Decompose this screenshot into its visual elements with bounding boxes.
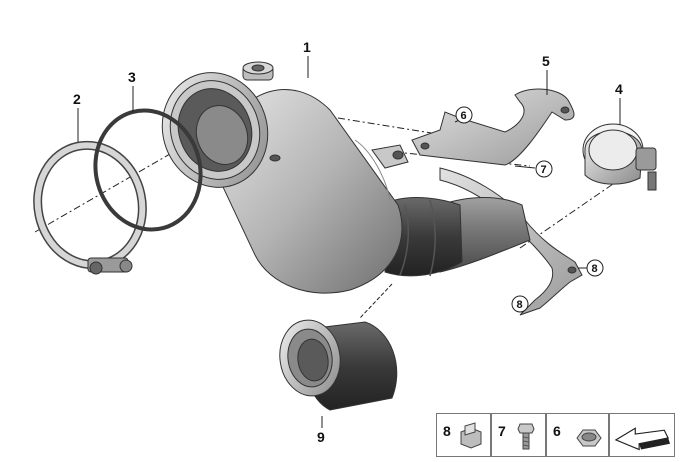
pipe-clamp-part[interactable] <box>582 123 657 191</box>
circle-ref-6: 6 <box>461 110 467 122</box>
circle-ref-7: 7 <box>541 164 547 176</box>
circle-ref-8a: 8 <box>592 263 598 275</box>
v-band-clamp-part[interactable] <box>27 135 154 275</box>
legend-item-bolt: 7 <box>491 413 546 457</box>
legend-label-6: 6 <box>553 423 561 439</box>
callout-1: 1 <box>303 39 311 55</box>
decoupling-element-part[interactable] <box>275 316 398 411</box>
legend-label-7: 7 <box>498 423 506 439</box>
bolt-icon <box>517 423 535 450</box>
callout-3: 3 <box>128 69 136 85</box>
callout-4: 4 <box>615 81 623 97</box>
callouts: 1 2 3 4 5 9 <box>73 39 623 445</box>
catalytic-converter-part[interactable] <box>146 58 409 294</box>
legend-item-arrow <box>609 413 675 457</box>
callout-9: 9 <box>317 429 325 445</box>
exhaust-pipe <box>384 197 531 277</box>
gasket-ring-part[interactable] <box>82 99 214 242</box>
arrow-pointer-icon <box>614 427 671 451</box>
circled-refs: 6 7 8 8 <box>455 106 604 313</box>
hex-nut-icon <box>576 429 602 447</box>
legend-item-clip-nut: 8 <box>436 413 491 457</box>
circle-ref-8b: 8 <box>517 299 523 311</box>
clip-nut-icon <box>460 422 482 449</box>
leader-lines <box>77 56 621 428</box>
legend-item-hex-nut: 6 <box>546 413 609 457</box>
bracket-part[interactable] <box>411 88 575 166</box>
callout-5: 5 <box>542 53 550 69</box>
legend-label-8: 8 <box>443 423 451 439</box>
callout-2: 2 <box>73 91 81 107</box>
